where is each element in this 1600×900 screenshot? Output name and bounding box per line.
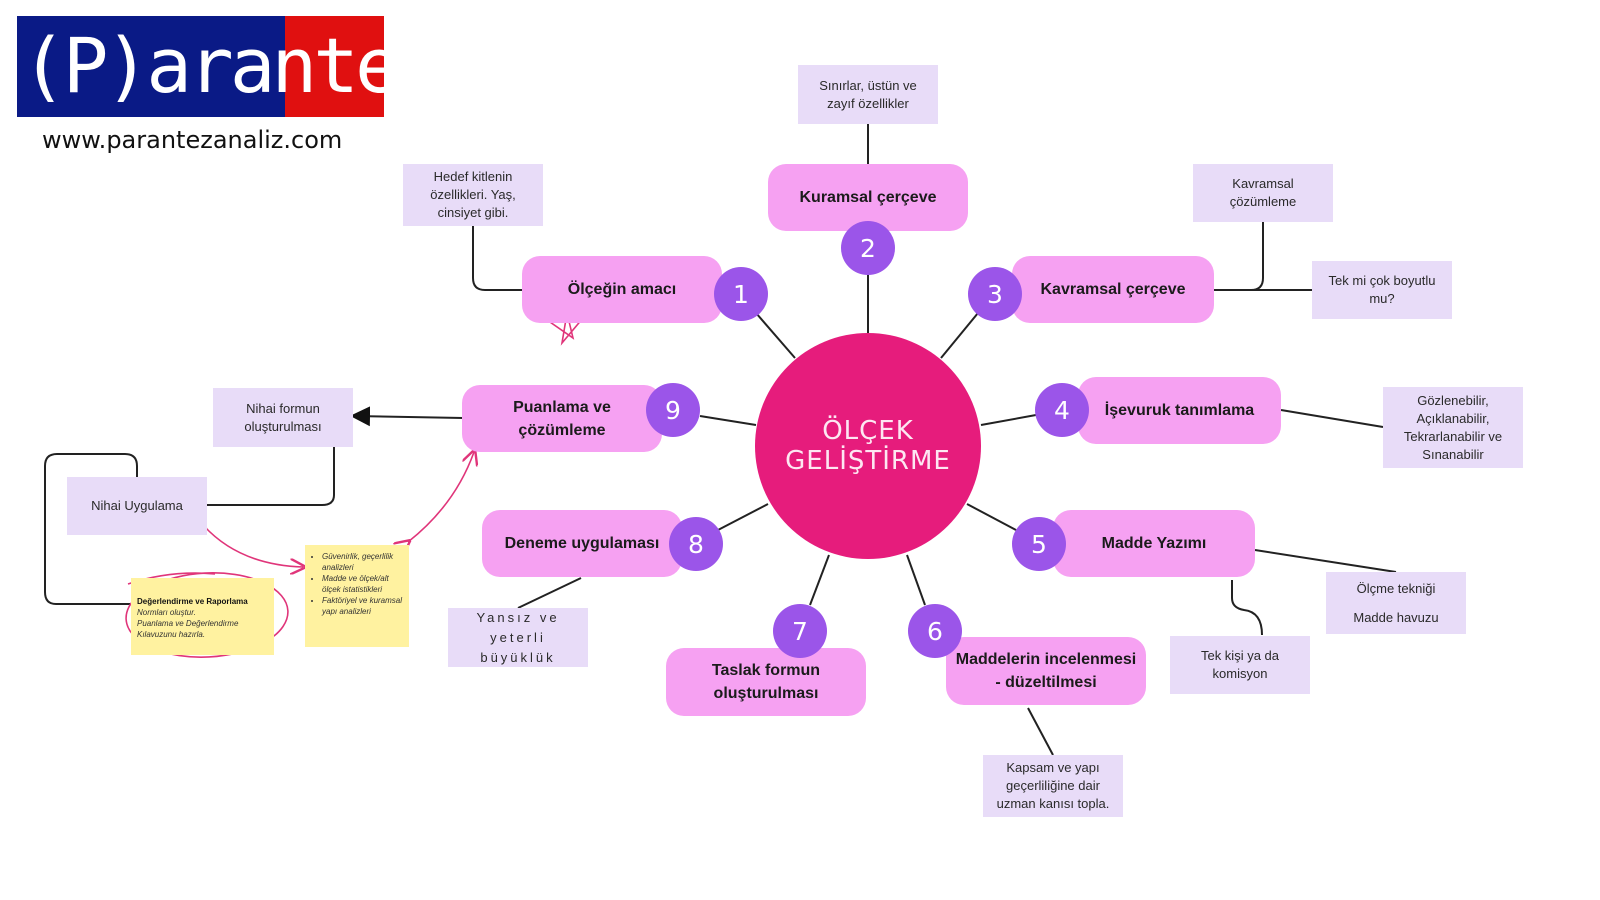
sticky-report-title: Değerlendirme ve Raporlama (137, 597, 248, 606)
website-url[interactable]: www.parantezanaliz.com (42, 126, 343, 154)
sticky-report-line: Kılavuzunu hazırla. (137, 630, 206, 639)
center-topic: ÖLÇEK GELİŞTİRME (755, 333, 981, 559)
step-pill-8: Deneme uygulaması (482, 510, 682, 577)
step-number-8: 8 (669, 517, 723, 571)
sticky-analysis: Güvenirlik, geçerlilik analizleri Madde … (305, 545, 409, 647)
note-theory: Sınırlar, üstün ve zayıf özellikler (798, 65, 938, 124)
step-pill-9: Puanlama ve çözümleme (462, 385, 662, 452)
note-final-application: Nihai Uygulama (67, 477, 207, 535)
note-dimensionality: Tek mi çok boyutlu mu? (1312, 261, 1452, 319)
note-technique: Ölçme tekniği (1356, 580, 1436, 596)
center-line2: GELİŞTİRME (785, 446, 951, 476)
note-operational: Gözlenebilir, Açıklanabilir, Tekrarlanab… (1383, 387, 1523, 468)
step-pill-1: Ölçeğin amacı (522, 256, 722, 323)
sticky-analysis-item: Faktöriyel ve kuramsal yapı analizleri (322, 595, 405, 617)
step-pill-6: Maddelerin incelenmesi - düzeltilmesi (946, 637, 1146, 705)
step-number-1: 1 (714, 267, 768, 321)
step-pill-5: Madde Yazımı (1053, 510, 1255, 577)
step-number-9: 9 (646, 383, 700, 437)
step-number-6: 6 (908, 604, 962, 658)
step-number-7: 7 (773, 604, 827, 658)
note-final-form: Nihai formun oluşturulması (213, 388, 353, 447)
step-pill-4: İşevuruk tanımlama (1078, 377, 1281, 444)
step-pill-3: Kavramsal çerçeve (1012, 256, 1214, 323)
step-number-4: 4 (1035, 383, 1089, 437)
sticky-report: Değerlendirme ve Raporlama Normları oluş… (131, 578, 274, 655)
sticky-report-line: Puanlama ve Değerlendirme (137, 619, 239, 628)
note-technique-pool: Ölçme tekniği Madde havuzu (1326, 572, 1466, 634)
step-pill-2: Kuramsal çerçeve (768, 164, 968, 231)
note-concept-analysis: Kavramsal çözümleme (1193, 164, 1333, 222)
logo-text: (P)arantez (21, 21, 384, 110)
step-number-2: 2 (841, 221, 895, 275)
parantez-logo: (P)arantez (17, 16, 384, 117)
note-expert: Kapsam ve yapı geçerliliğine dair uzman … (983, 755, 1123, 817)
note-writer: Tek kişi ya da komisyon (1170, 636, 1310, 694)
sticky-report-line: Normları oluştur. (137, 608, 196, 617)
sticky-analysis-item: Madde ve ölçek/alt ölçek istatistikleri (322, 573, 405, 595)
step-pill-7: Taslak formun oluşturulması (666, 648, 866, 716)
note-item-pool: Madde havuzu (1353, 609, 1439, 625)
note-sample: Yansız ve yeterli büyüklük (448, 608, 588, 667)
step-number-3: 3 (968, 267, 1022, 321)
center-line1: ÖLÇEK (822, 416, 914, 446)
sticky-analysis-item: Güvenirlik, geçerlilik analizleri (322, 551, 405, 573)
step-number-5: 5 (1012, 517, 1066, 571)
note-target-audience: Hedef kitlenin özellikleri. Yaş, cinsiye… (403, 164, 543, 226)
